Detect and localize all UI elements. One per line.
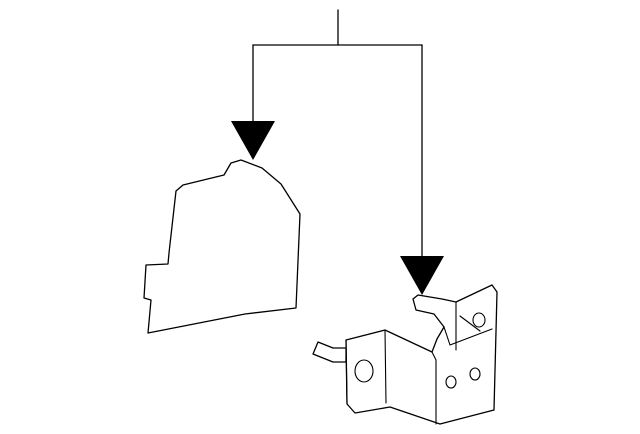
right-bracket-large-hole <box>354 359 374 383</box>
right-arrowhead-icon <box>400 256 444 295</box>
right-bracket-fold-lines <box>345 301 493 425</box>
left-bracket-outline <box>143 159 301 334</box>
left-bracket-part[interactable] <box>143 159 301 334</box>
right-bracket-small-hole-right <box>469 367 481 381</box>
callout-leader-lines <box>252 9 423 257</box>
right-bracket-small-hole-left <box>445 375 457 389</box>
right-bracket-upper-hole <box>472 312 486 328</box>
left-arrowhead-icon <box>231 121 275 160</box>
right-bracket-tab <box>312 341 347 363</box>
right-bracket-body <box>345 284 498 425</box>
right-bracket-part[interactable] <box>312 284 498 425</box>
